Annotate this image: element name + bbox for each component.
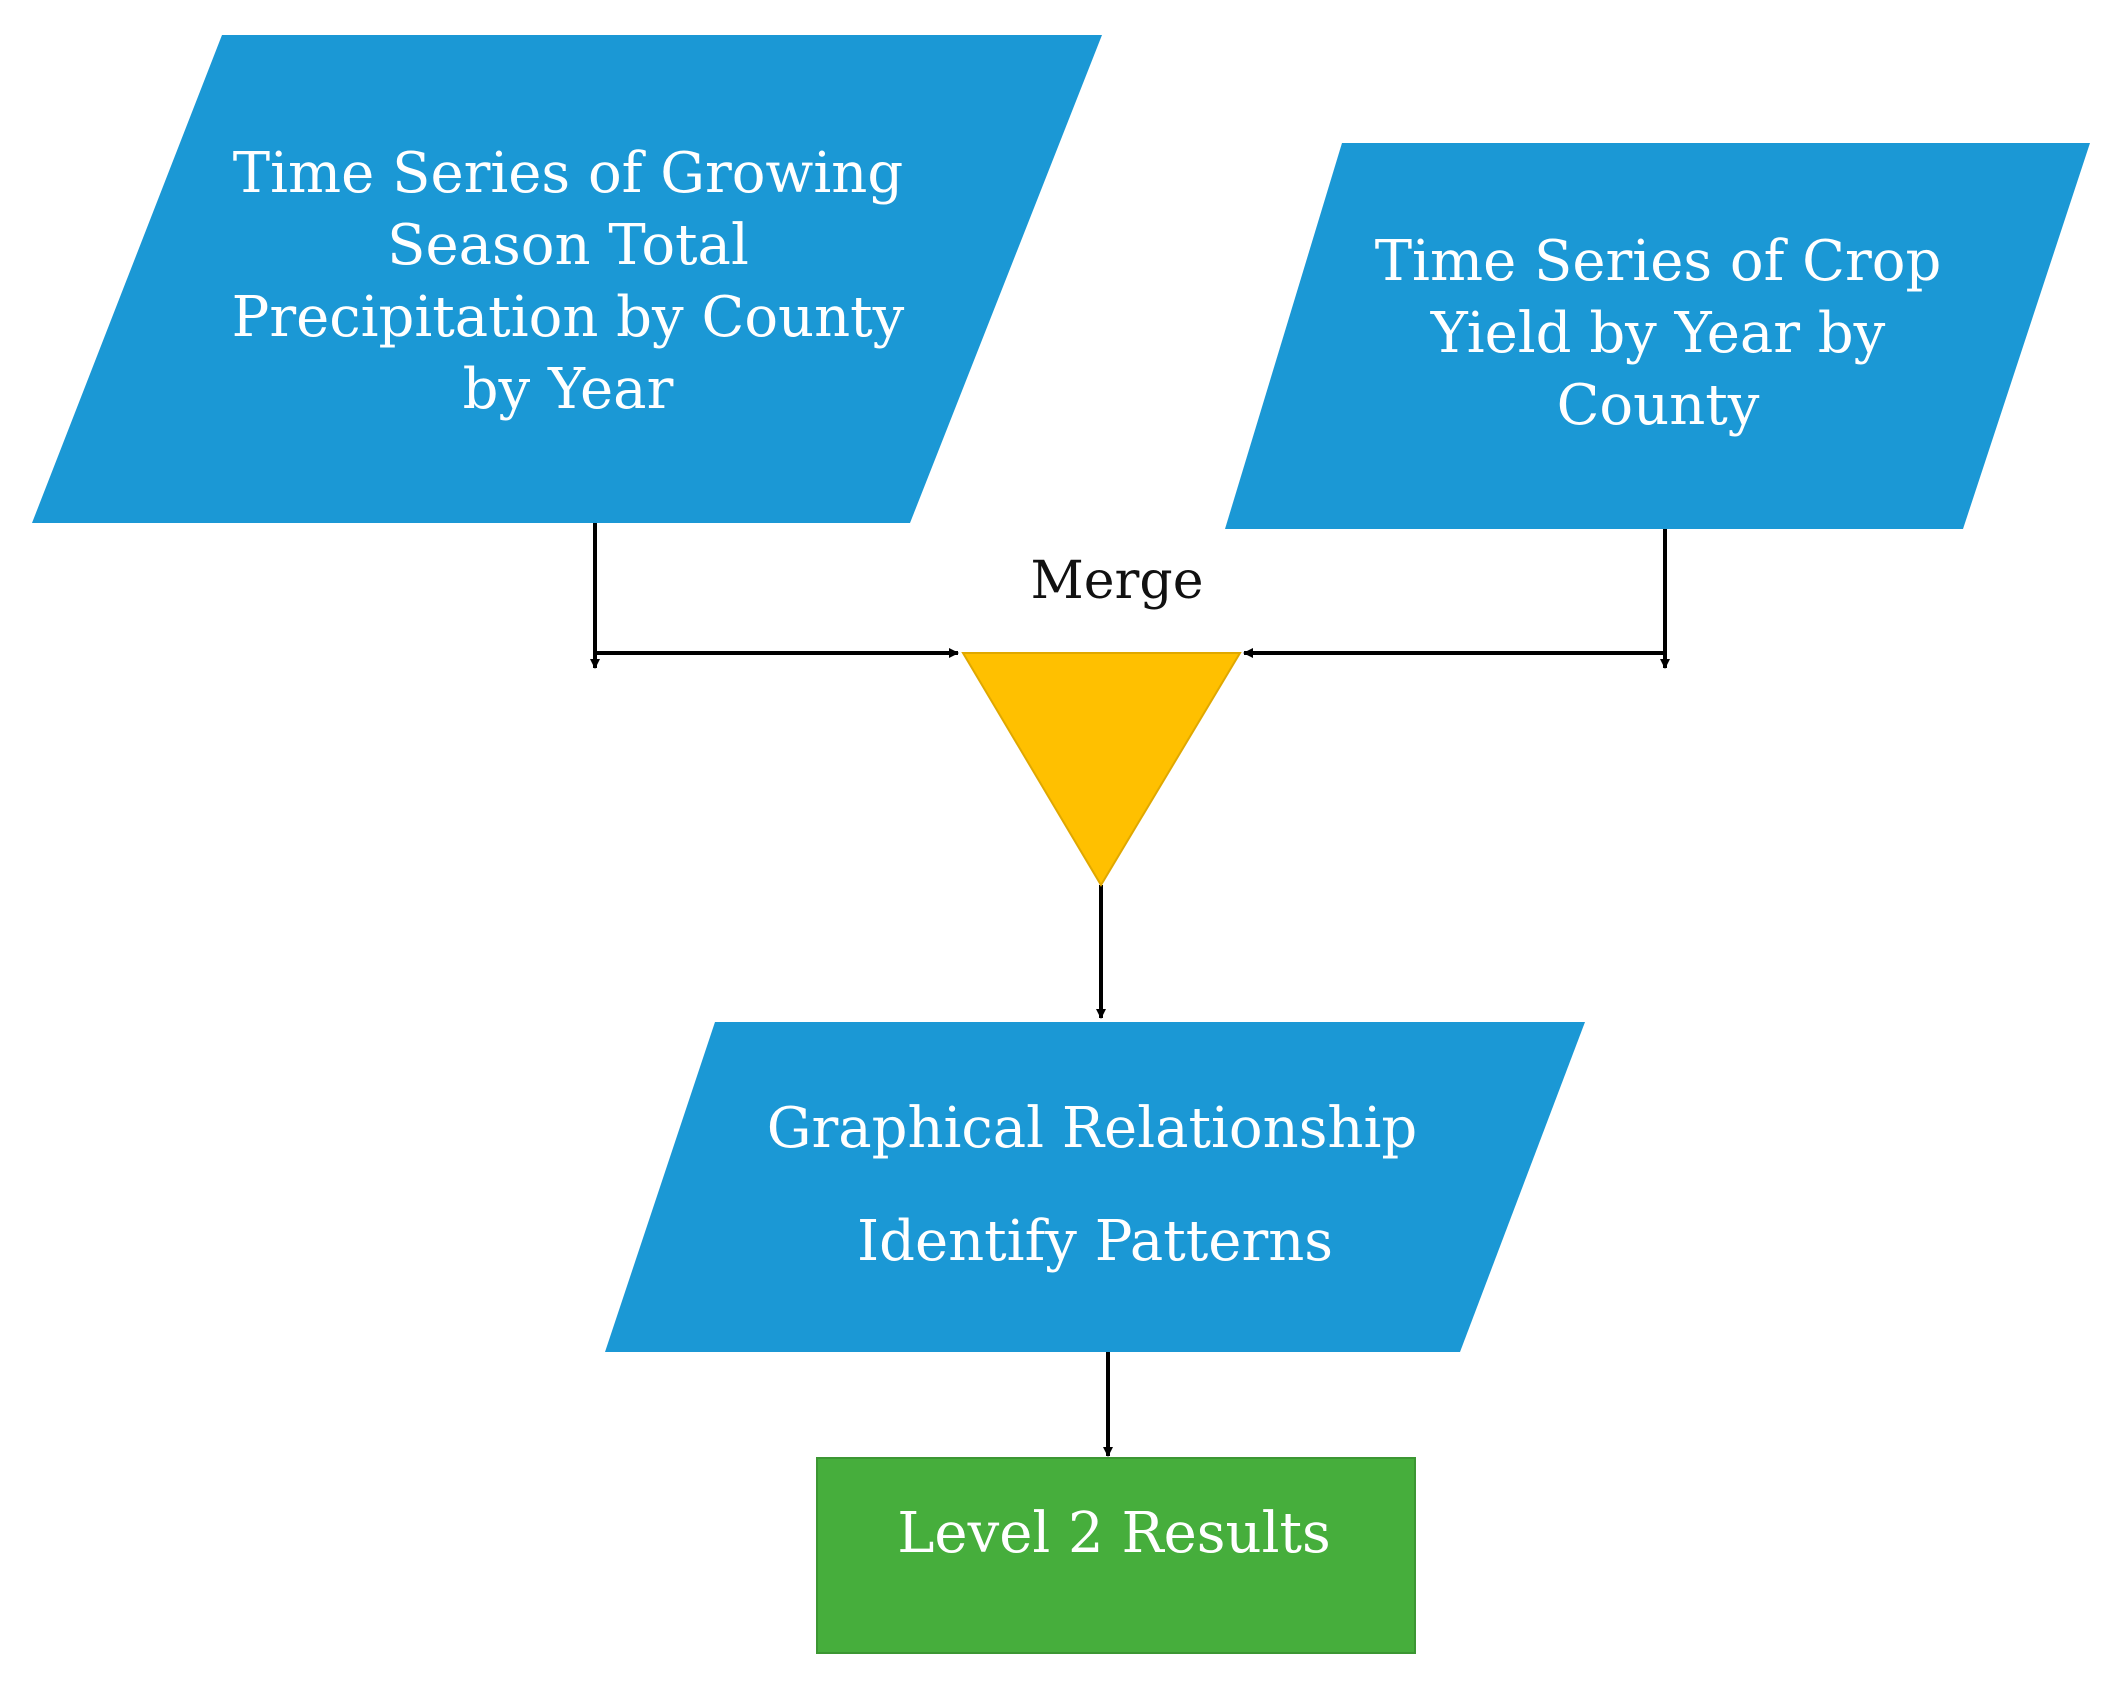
crop-yield-line-1: Time Series of Crop — [1375, 229, 1942, 294]
graphical-parallelogram — [605, 1022, 1585, 1352]
connectors — [590, 523, 1670, 1457]
results-node: Level 2 Results — [816, 1457, 1416, 1654]
crop-yield-line-2: Yield by Year by — [1430, 301, 1886, 366]
results-label: Level 2 Results — [897, 1501, 1331, 1566]
graphical-line-1: Graphical Relationship — [767, 1096, 1418, 1161]
precipitation-line-3: Precipitation by County — [232, 285, 905, 350]
merge-triangle — [961, 652, 1242, 887]
precipitation-data-node: Time Series of Growing Season Total Prec… — [32, 35, 1102, 523]
merge-label: Merge — [1031, 551, 1204, 611]
graphical-line-2: Identify Patterns — [857, 1209, 1333, 1274]
precipitation-line-2: Season Total — [387, 213, 749, 278]
precipitation-parallelogram — [32, 35, 1102, 523]
crop-yield-parallelogram — [1225, 143, 2090, 529]
graphical-relationship-node: Graphical Relationship Identify Patterns — [605, 1022, 1585, 1352]
results-rectangle — [816, 1457, 1416, 1654]
crop-yield-line-3: County — [1557, 373, 1760, 438]
precipitation-line-4: by Year — [463, 357, 674, 422]
crop-yield-data-node: Time Series of Crop Yield by Year by Cou… — [1225, 143, 2090, 529]
precipitation-line-1: Time Series of Growing — [233, 141, 903, 206]
